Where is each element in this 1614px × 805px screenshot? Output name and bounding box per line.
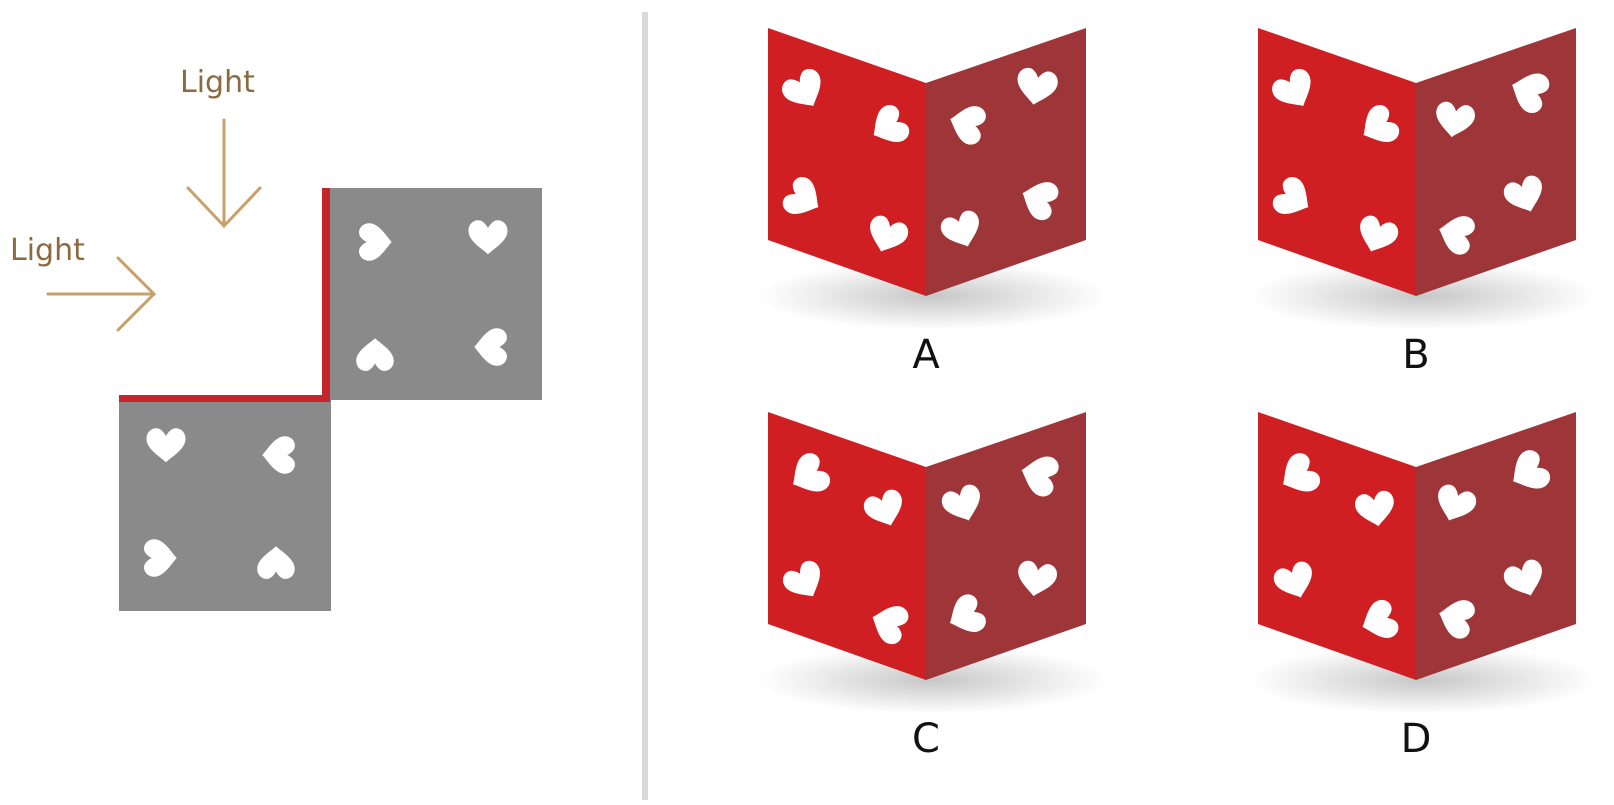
folded-card-option-d: D bbox=[1248, 412, 1598, 762]
card-left-panel bbox=[768, 28, 926, 296]
card-left-panel bbox=[1258, 28, 1416, 296]
folded-card-option-b: B bbox=[1248, 28, 1598, 378]
right-arrow-icon bbox=[48, 258, 154, 330]
card-left-panel bbox=[768, 412, 926, 680]
unfolded-card-net bbox=[119, 188, 542, 611]
light-label-left: Light bbox=[10, 233, 85, 268]
card-right-panel bbox=[1416, 28, 1576, 296]
option-label: D bbox=[1401, 716, 1432, 762]
folded-card-option-a: A bbox=[758, 28, 1108, 378]
light-label-top: Light bbox=[180, 65, 255, 100]
option-label: B bbox=[1402, 332, 1429, 378]
folded-card-option-c: C bbox=[758, 412, 1108, 762]
card-right-panel bbox=[926, 412, 1086, 680]
down-arrow-icon bbox=[188, 120, 260, 226]
card-left-panel bbox=[1258, 412, 1416, 680]
card-right-panel bbox=[926, 28, 1086, 296]
option-label: A bbox=[912, 332, 940, 378]
option-label: C bbox=[912, 716, 940, 762]
gray-panel-bottom bbox=[119, 398, 331, 611]
card-right-panel bbox=[1416, 412, 1576, 680]
